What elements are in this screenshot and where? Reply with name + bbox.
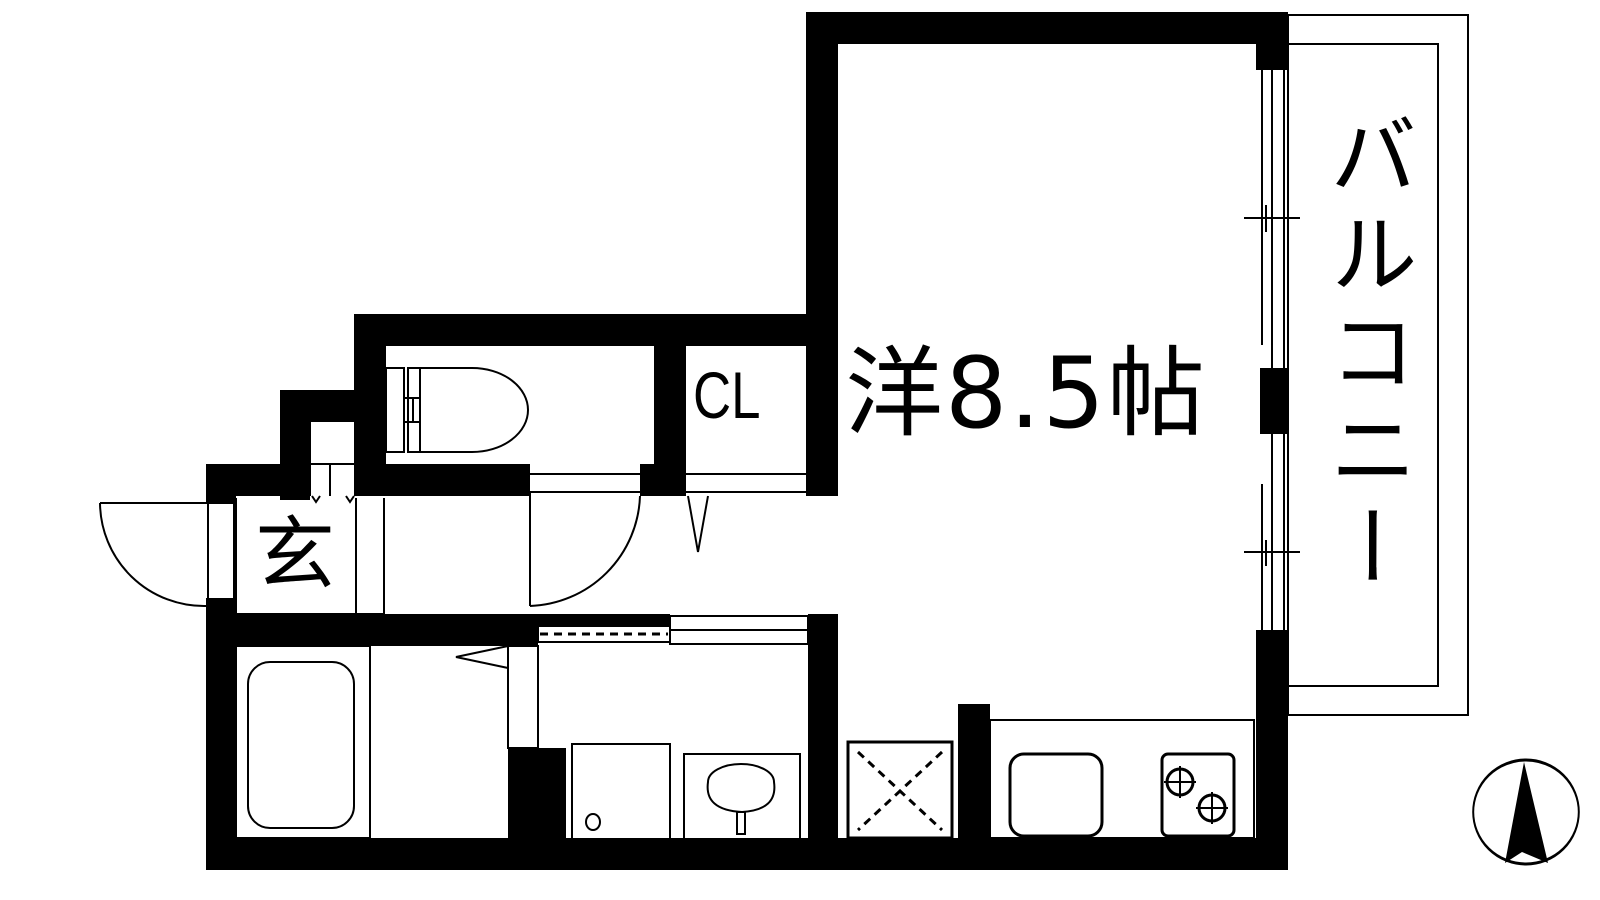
bath-door: [455, 644, 539, 749]
stove-burner-icon: [1164, 766, 1228, 824]
balcony-outline: [1287, 14, 1469, 716]
toilet-fixture: [385, 367, 529, 453]
kitchen-counter: [989, 719, 1255, 839]
entrance-label: 玄: [255, 508, 335, 601]
washing-machine-pan: [571, 743, 671, 841]
washbasin-fixture: [683, 753, 801, 841]
windows: [1244, 44, 1300, 630]
washroom-door-rail: [537, 615, 809, 645]
walls: [206, 12, 1288, 870]
refrigerator-space: [846, 740, 954, 840]
toilet-door: [529, 473, 641, 607]
north-arrow-icon: [1472, 758, 1580, 866]
bathtub-fixture: [235, 645, 371, 839]
entrance-door: [99, 422, 385, 615]
closet-label: CL: [693, 358, 761, 432]
closet-door: [686, 473, 806, 553]
balcony-label: バルコニー: [1315, 110, 1418, 600]
main-room-label: 洋8.5帖: [845, 337, 1207, 451]
